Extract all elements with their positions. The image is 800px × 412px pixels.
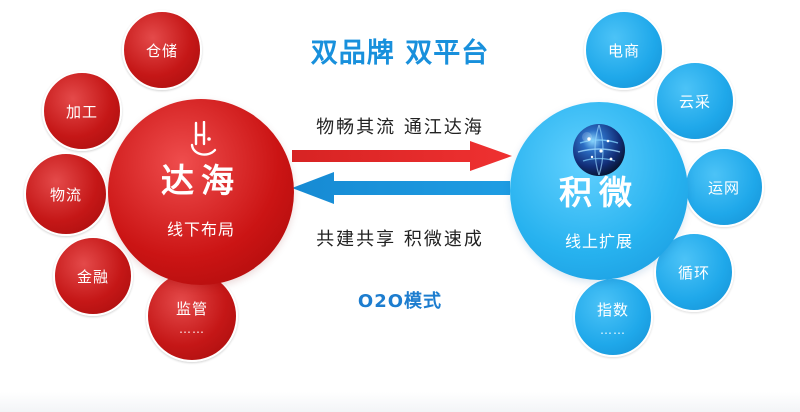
main-subtitle: 线上扩展: [564, 232, 633, 251]
satellite-label: 物流: [49, 185, 82, 204]
left-satellite-finance: 金融: [53, 236, 133, 316]
satellite-label: 加工: [65, 102, 98, 121]
right-satellite-cloud-procurement: 云采: [655, 61, 735, 141]
main-subtitle: 线下布局: [166, 220, 235, 239]
jiwei-globe-icon: [573, 124, 625, 176]
right-satellite-transport-network: 运网: [684, 147, 764, 227]
main-name: 积微: [559, 173, 639, 212]
blue-arrow: [292, 172, 510, 204]
satellite-label: 循环: [677, 263, 710, 282]
right-satellite-ecommerce: 电商: [584, 10, 664, 90]
right-satellite-index: 指数 ……: [573, 277, 653, 357]
left-ellipsis: ……: [179, 321, 205, 336]
left-satellite-supervision: 监管 ……: [146, 270, 238, 362]
bottom-phrase: 共建共享 积微速成: [316, 229, 484, 250]
satellite-label: 电商: [607, 41, 640, 60]
left-satellite-storage: 仓储: [122, 10, 202, 90]
satellite-label: 仓储: [145, 41, 178, 60]
satellite-label: 金融: [76, 267, 109, 286]
main-name: 达海: [161, 161, 241, 200]
left-satellite-processing: 加工: [42, 71, 122, 151]
right-ellipsis: ……: [600, 322, 626, 337]
top-phrase: 物畅其流 通江达海: [316, 117, 484, 138]
satellite-label: 云采: [678, 92, 711, 111]
left-satellite-logistics: 物流: [24, 152, 108, 236]
dahai-logo-icon: [190, 121, 217, 156]
red-arrow: [292, 141, 512, 171]
satellite-label: 监管: [175, 299, 208, 318]
headline: 双品牌 双平台: [310, 38, 490, 69]
satellite-label: 指数: [596, 300, 629, 319]
dahai-main-circle: 达海 线下布局: [108, 99, 294, 285]
o2o-mode-label: O2O模式: [357, 291, 443, 312]
satellite-label: 运网: [707, 178, 740, 197]
